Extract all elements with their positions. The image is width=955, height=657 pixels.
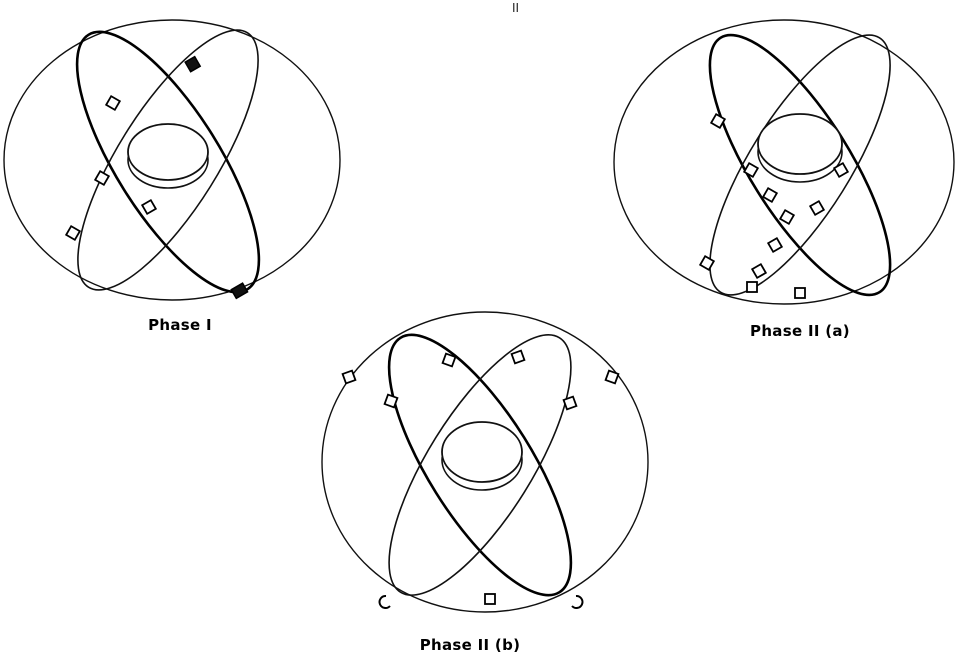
satellite	[752, 264, 766, 278]
panel-phase-1: Phase I	[4, 6, 340, 334]
satellite-highlighted	[185, 57, 200, 72]
satellite	[810, 201, 824, 215]
satellite	[142, 200, 156, 214]
satellite	[795, 288, 805, 298]
caption-phase-1: Phase I	[148, 316, 212, 334]
satellite	[606, 371, 619, 384]
satellite	[512, 351, 525, 364]
satellite	[95, 171, 109, 185]
earth-icon	[758, 114, 842, 182]
satellite	[747, 282, 757, 292]
caption-phase-2b: Phase II (b)	[420, 636, 521, 654]
satellite	[763, 188, 777, 202]
satellite	[780, 210, 794, 224]
satellite	[385, 395, 398, 408]
satellite	[66, 226, 80, 240]
earth-icon	[442, 422, 522, 490]
top-scan-mark: II	[512, 1, 519, 15]
satellite	[443, 354, 456, 367]
satellite	[700, 256, 714, 270]
caption-phase-2a: Phase II (a)	[750, 322, 850, 340]
satellite	[343, 371, 356, 384]
satellite	[106, 96, 120, 110]
satellite-open	[380, 596, 390, 608]
satellite-open	[572, 596, 582, 608]
satellite	[564, 397, 577, 410]
satellite	[485, 594, 495, 604]
panel-phase-2a: Phase II (a)	[614, 11, 954, 340]
panel-phase-2b: Phase II (b)	[322, 310, 648, 654]
earth-icon	[128, 124, 208, 188]
satellite	[768, 238, 782, 252]
